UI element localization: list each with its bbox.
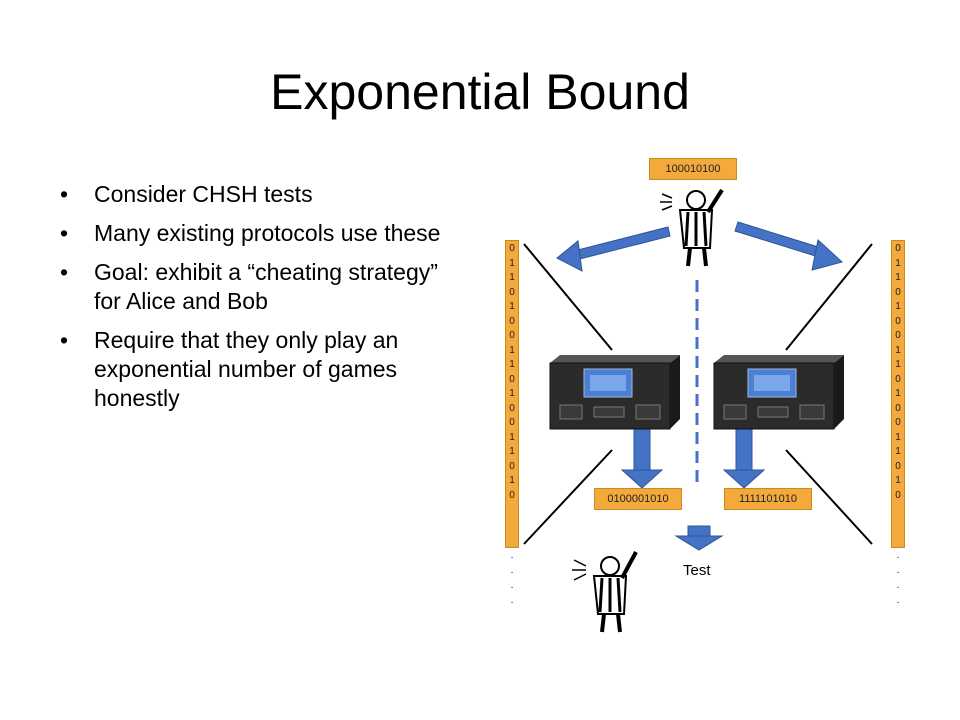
arrow-down-left-icon [620, 427, 664, 489]
referee-icon [660, 188, 724, 267]
bit: 0 [895, 417, 901, 428]
bullet-list: Consider CHSH tests Many existing protoc… [60, 180, 460, 423]
bit: 0 [509, 402, 515, 414]
bullet-item: Goal: exhibit a “cheating strategy” for … [60, 258, 460, 316]
bullet-item: Consider CHSH tests [60, 180, 460, 209]
bit: 0 [509, 330, 515, 341]
bit: 0 [895, 373, 901, 385]
bit: 0 [509, 315, 515, 327]
right-bit-column: 0 1 1 0 1 0 0 1 1 0 1 0 0 1 1 0 1 0 [891, 240, 905, 548]
connector-line [785, 449, 873, 545]
bit: 1 [509, 359, 515, 370]
bit: 0 [895, 315, 901, 327]
bit: 1 [895, 475, 901, 486]
bit: 0 [509, 286, 515, 298]
referee-icon [572, 551, 638, 633]
connector-line [523, 449, 613, 545]
bit: 0 [895, 489, 901, 501]
bullet-item: Require that they only play an exponenti… [60, 326, 460, 413]
dot: · [510, 552, 514, 563]
bit: 1 [895, 359, 901, 370]
bullet-item: Many existing protocols use these [60, 219, 460, 248]
bit: 1 [509, 301, 515, 312]
dot: · [896, 567, 900, 578]
test-label: Test [683, 562, 711, 579]
left-ellipsis: · · · · [505, 550, 519, 610]
bit: 1 [895, 431, 901, 443]
bit: 1 [509, 272, 515, 283]
dot: · [510, 582, 514, 593]
arrow-to-right-icon [734, 221, 844, 271]
dot: · [896, 552, 900, 563]
bit: 0 [895, 243, 901, 254]
bit: 1 [509, 431, 515, 443]
slide-title: Exponential Bound [270, 64, 690, 120]
bit: 0 [895, 402, 901, 414]
bit: 1 [509, 446, 515, 457]
arrow-to-left-icon [556, 226, 671, 272]
bit: 1 [895, 344, 901, 356]
bit: 1 [895, 301, 901, 312]
bit: 1 [509, 388, 515, 399]
device-icon [713, 355, 844, 430]
left-bit-column: 0 1 1 0 1 0 0 1 1 0 1 0 0 1 1 0 1 0 [505, 240, 519, 548]
bit: 1 [895, 257, 901, 269]
bit: 0 [509, 373, 515, 385]
arrow-down-right-icon [722, 427, 766, 489]
bit: 0 [895, 460, 901, 472]
bit: 0 [509, 417, 515, 428]
connector-line [523, 243, 613, 351]
right-output-bits-label: 1111101010 [724, 488, 812, 510]
bit: 0 [895, 330, 901, 341]
bit: 1 [509, 257, 515, 269]
bit: 1 [509, 344, 515, 356]
bit: 1 [895, 446, 901, 457]
connector-line [785, 243, 873, 351]
bit: 0 [509, 460, 515, 472]
dot: · [896, 582, 900, 593]
bit: 0 [509, 489, 515, 501]
bit: 1 [895, 272, 901, 283]
left-output-bits-label: 0100001010 [594, 488, 682, 510]
right-ellipsis: · · · · [891, 550, 905, 610]
referee-bits-label: 100010100 [649, 158, 737, 180]
dot: · [510, 567, 514, 578]
device-icon [549, 355, 680, 430]
dot: · [510, 597, 514, 608]
bit: 0 [509, 243, 515, 254]
bit: 1 [895, 388, 901, 399]
bit: 1 [509, 475, 515, 486]
dot: · [896, 597, 900, 608]
arrow-to-test-icon [674, 525, 724, 551]
bit: 0 [895, 286, 901, 298]
